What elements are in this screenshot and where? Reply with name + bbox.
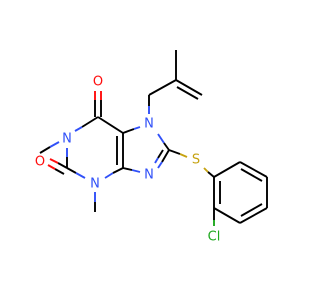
bond-c8-n9: [161, 149, 170, 163]
bond-n1-methyl: [39, 146, 51, 154]
atom-n7: N: [144, 117, 154, 132]
bond-n3-c4: [104, 172, 114, 179]
bond-c2-n3: [75, 172, 86, 179]
bond-c8-s: [168, 149, 181, 155]
bond-c8-n9: [157, 161, 163, 169]
bond-ring-2: [239, 161, 268, 178]
atom-s: S: [192, 153, 200, 168]
atom-o1: O: [93, 75, 103, 90]
atom-cl: Cl: [208, 230, 221, 245]
bond-ring-1: [213, 161, 241, 178]
atom-labels: O O N N N N S Cl: [35, 75, 220, 245]
bond-ring-4: [239, 207, 268, 224]
atom-o2: O: [35, 155, 45, 170]
bond-n1-methyl: [49, 141, 60, 148]
bond-n9-c4: [131, 169, 141, 173]
bond-c5-n7: [133, 126, 141, 130]
bond-n7-c8: [163, 142, 170, 151]
bond-ch2-c: [148, 79, 177, 96]
bond-c2-o2: [49, 158, 59, 164]
atom-n9: N: [144, 168, 154, 183]
bond-c6-n1: [74, 126, 83, 132]
bond-ring-4-double: [240, 203, 263, 217]
atom-n3: N: [90, 177, 100, 192]
bond-c8-n9-double: [154, 157, 159, 164]
bond-c2-o2: [57, 162, 68, 169]
bond-c2-n3: [66, 167, 77, 174]
bond-c2-o2-double: [47, 164, 56, 170]
molecule-structure: O O N N N N S Cl: [35, 50, 268, 245]
bond-ring-5: [213, 207, 241, 224]
bond-s-ch2: [207, 171, 215, 178]
bonds: [39, 50, 268, 226]
bond-c-ch2-double-2: [176, 86, 199, 100]
bond-c-ch2-double: [175, 79, 203, 96]
bond-n3-c4: [112, 167, 124, 174]
bond-c8-s: [179, 153, 188, 158]
bond-n7-c8: [157, 133, 165, 144]
bond-c5-c6: [97, 116, 124, 134]
atom-n1: N: [62, 132, 72, 147]
bond-n9-c4: [122, 167, 133, 171]
bond-c5-n7: [122, 128, 135, 134]
bond-c6-n1: [81, 116, 99, 128]
bond-c2-o2-double: [54, 168, 65, 175]
bond-ring-2-double: [240, 168, 263, 182]
bond-c8-n9-double: [157, 149, 164, 159]
bond-s-ch2: [203, 167, 209, 173]
